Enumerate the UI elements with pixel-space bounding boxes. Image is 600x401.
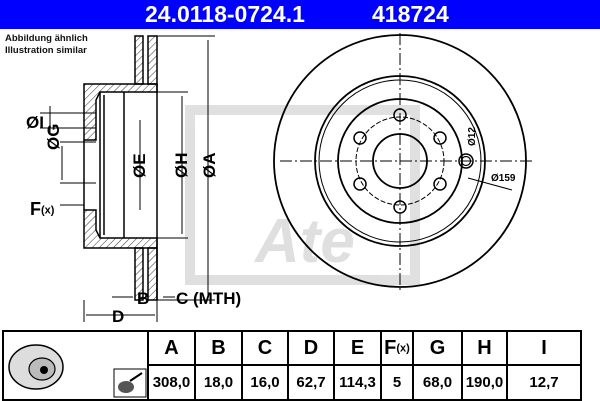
note-de: Abbildung ähnlich bbox=[5, 33, 88, 44]
value-e: 114,3 bbox=[333, 364, 382, 401]
label-dim-e: ØE bbox=[130, 153, 149, 178]
header-f: F(x) bbox=[380, 330, 414, 366]
article-code: 418724 bbox=[372, 1, 449, 27]
header-a: A bbox=[147, 330, 196, 366]
dimension-table: A B C D E F(x) G H I 308,0 18,0 16,0 62,… bbox=[2, 330, 582, 401]
header-g: G bbox=[412, 330, 463, 366]
label-dim-i: ØI bbox=[26, 113, 44, 132]
label-pcd: Ø159 bbox=[491, 173, 516, 184]
label-dim-h: ØH bbox=[172, 152, 191, 179]
label-dim-a: ØA bbox=[200, 152, 219, 179]
value-h: 190,0 bbox=[461, 364, 508, 401]
disc-thumbnail-icon bbox=[8, 344, 147, 398]
illustration-note: Abbildung ähnlich Illustration similar bbox=[5, 33, 88, 57]
label-dim-c: C (MTH) bbox=[176, 289, 242, 308]
label-dim-g: ØG bbox=[44, 123, 63, 150]
technical-drawing: Ate bbox=[40, 33, 532, 322]
header-h: H bbox=[461, 330, 508, 366]
product-image-cell bbox=[2, 330, 149, 401]
value-g: 68,0 bbox=[412, 364, 463, 401]
header-i: I bbox=[506, 330, 582, 366]
title-bar: 24.0118-0724.1 418724 bbox=[0, 0, 600, 29]
note-en: Illustration similar bbox=[5, 45, 87, 56]
dimension-lines bbox=[40, 35, 215, 322]
part-number: 24.0118-0724.1 bbox=[145, 1, 305, 27]
header-d: D bbox=[287, 330, 335, 366]
value-b: 18,0 bbox=[194, 364, 243, 401]
header-b: B bbox=[194, 330, 243, 366]
disc-front-view bbox=[273, 33, 532, 292]
label-dim-f: F(x) bbox=[30, 199, 55, 219]
value-a: 308,0 bbox=[147, 364, 196, 401]
value-c: 16,0 bbox=[241, 364, 289, 401]
value-i: 12,7 bbox=[506, 364, 582, 401]
label-dim-d: D bbox=[112, 307, 125, 326]
disc-section bbox=[83, 35, 158, 301]
value-f: 5 bbox=[380, 364, 414, 401]
header-c: C bbox=[241, 330, 289, 366]
value-d: 62,7 bbox=[287, 364, 335, 401]
label-dim-b: B bbox=[137, 289, 150, 308]
header-e: E bbox=[333, 330, 382, 366]
ate-watermark: Ate bbox=[185, 105, 420, 285]
label-hole-dia: Ø12 bbox=[467, 127, 478, 146]
